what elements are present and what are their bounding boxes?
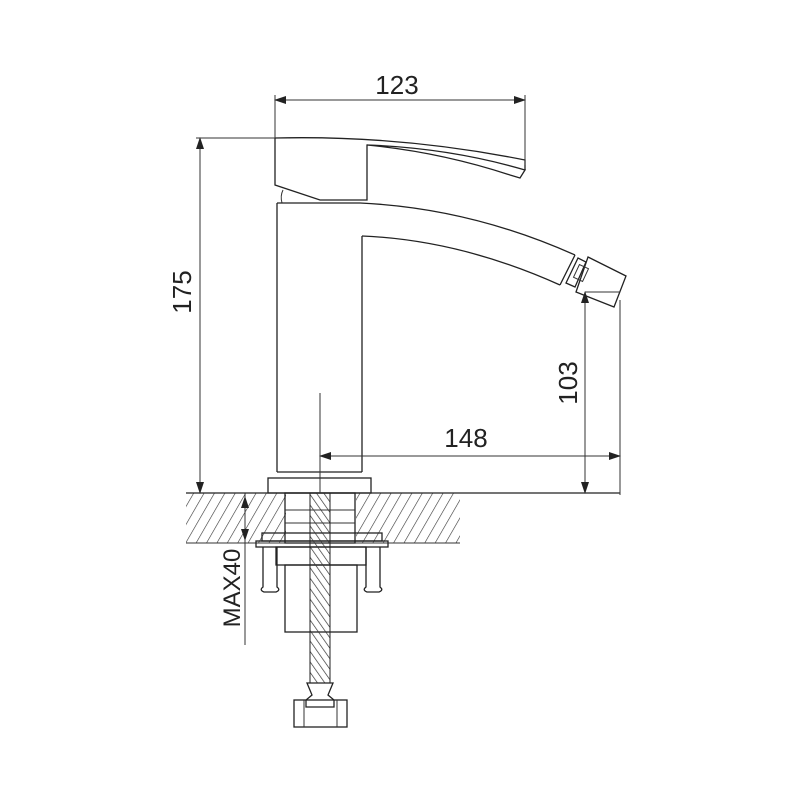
mounting-hardware [255, 492, 389, 728]
dim-spout-height: 103 [553, 291, 620, 494]
dim-overall-height: 175 [167, 137, 275, 494]
dim-label-148: 148 [444, 423, 487, 453]
faucet-body [276, 202, 576, 473]
dim-spout-reach: 148 [319, 300, 621, 495]
countertop [186, 492, 620, 544]
dim-handle-length: 123 [274, 70, 526, 165]
lever-handle [274, 137, 527, 204]
bidet-nozzle [559, 254, 627, 308]
dim-label-123: 123 [375, 70, 418, 100]
dim-label-175: 175 [167, 270, 197, 313]
dim-label-max40: MAX40 [219, 549, 246, 628]
dim-label-103: 103 [553, 361, 583, 404]
dim-max-deck-thickness: MAX40 [219, 493, 249, 645]
